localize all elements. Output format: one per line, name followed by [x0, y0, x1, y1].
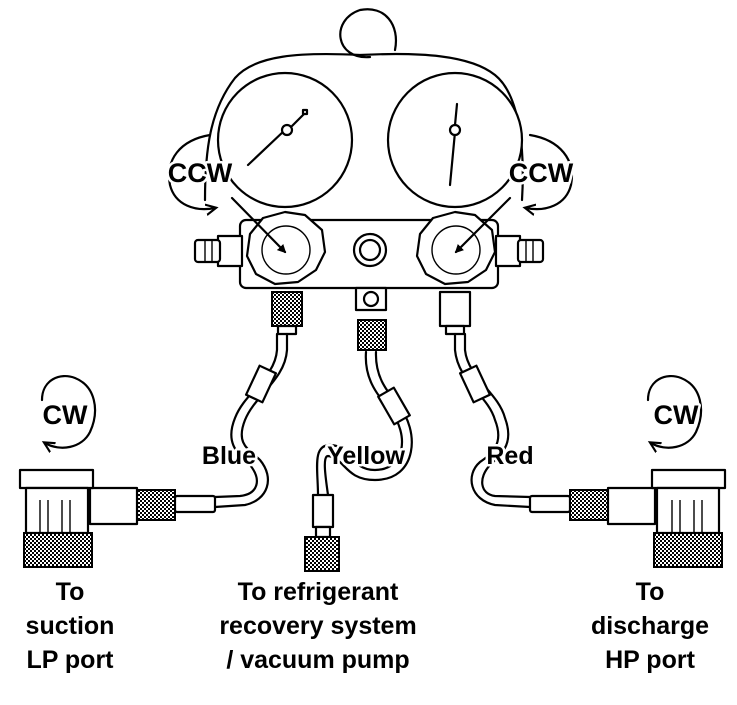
yellow-hose-coupler	[304, 536, 340, 572]
caption-right-line: To	[636, 578, 665, 606]
rotate-cw-icon	[40, 374, 97, 448]
high-side-coupler-body	[653, 532, 723, 568]
blue-hose	[213, 332, 289, 509]
hose-label-red: Red	[486, 442, 533, 470]
yellow-hose	[315, 350, 404, 497]
manifold	[193, 8, 545, 351]
ccw-label-right: CCW	[509, 158, 574, 188]
direction-arrow-icon	[454, 196, 512, 254]
gauge-housing	[203, 52, 524, 202]
hanging-hook	[339, 8, 398, 59]
high-side-port-coupler	[438, 290, 472, 328]
caption-left-line: To	[56, 578, 85, 606]
hoses	[213, 332, 532, 572]
hose-label-yellow: Yellow	[327, 442, 405, 470]
rotate-ccw-icon	[526, 133, 573, 209]
high-side-coupler-nut	[569, 489, 609, 521]
low-side-coupler-body	[23, 532, 93, 568]
ccw-label-left: CCW	[168, 158, 233, 188]
caption-right: To discharge HP port	[591, 578, 709, 674]
caption-center-line: recovery system	[219, 612, 416, 640]
low-side-coupler-handwheel[interactable]	[18, 468, 95, 490]
blue-hose-ferrule	[244, 364, 278, 404]
yellow-hose-end-fitting	[311, 493, 335, 529]
cw-label-right: CW	[654, 400, 699, 430]
rotate-ccw-icon	[167, 133, 215, 209]
high-side-quick-coupler	[528, 468, 727, 568]
yellow-hose-ferrule	[377, 386, 411, 426]
high-pressure-gauge	[386, 71, 524, 209]
caption-left-line: LP port	[26, 646, 114, 674]
caption-right-line: HP port	[605, 646, 695, 674]
caption-center: To refrigerant recovery system / vacuum …	[219, 578, 416, 674]
caption-left-line: suction	[26, 612, 115, 640]
low-side-port-coupler	[271, 291, 303, 327]
right-side-fitting	[494, 234, 522, 268]
direction-arrow-icon	[230, 196, 287, 254]
caption-center-line: / vacuum pump	[226, 646, 409, 674]
caption-right-line: discharge	[591, 612, 709, 640]
hose-label-blue: Blue	[202, 442, 256, 470]
caption-center-line: To refrigerant	[238, 578, 399, 606]
high-side-coupler-handwheel[interactable]	[650, 468, 727, 490]
caption-left: To suction LP port	[26, 578, 115, 674]
low-pressure-gauge	[216, 71, 354, 209]
cw-label-left: CW	[43, 400, 88, 430]
red-hose-ferrule	[458, 364, 492, 404]
center-port-coupler	[357, 319, 387, 351]
rotate-cw-icon	[646, 374, 703, 448]
low-side-coupler-nut	[136, 489, 176, 521]
low-side-quick-coupler	[18, 468, 217, 568]
left-side-fitting	[216, 234, 244, 268]
